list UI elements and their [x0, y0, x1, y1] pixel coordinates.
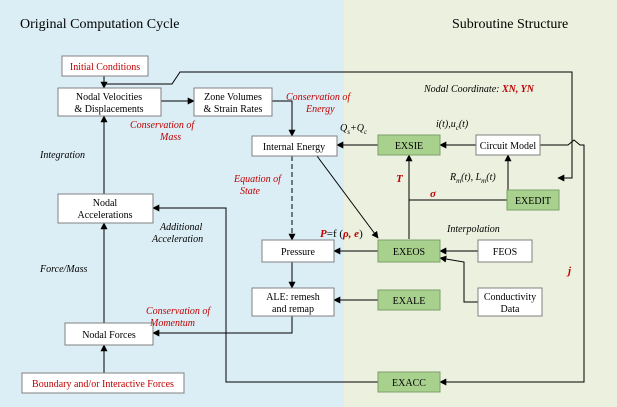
integration-label: Integration: [39, 150, 85, 161]
exeos-box: [377, 239, 441, 263]
current-voltage-label: i(t),uc(t): [436, 119, 469, 132]
pressure-box: [261, 239, 335, 263]
zone-volumes-box: [193, 87, 273, 117]
additional-acceleration-label-2: Acceleration: [151, 234, 203, 245]
interpolation-label: Interpolation: [446, 224, 500, 235]
left-panel: [0, 0, 344, 407]
arrow-conductivity-to-exeos: [439, 255, 478, 303]
pressure-equation-label: P=f (ρ, e): [320, 228, 363, 240]
conservation-energy-label-1: Conservation of: [286, 92, 351, 103]
exale-label: EXALE: [393, 296, 426, 307]
left-header: Original Computation Cycle: [20, 17, 179, 32]
zone-volumes-label-1: Zone Volumes: [204, 92, 262, 103]
force-mass-label: Force/Mass: [39, 264, 88, 275]
zone-volumes-label-2: & Strain Rates: [204, 104, 263, 115]
temperature-T-label: T: [396, 173, 404, 185]
boundary-forces-label: Boundary and/or Interactive Forces: [32, 379, 174, 390]
rm-lm-label: Rm(t), Lm(t): [449, 172, 496, 185]
feos-box: [477, 239, 533, 263]
pressure-label: Pressure: [281, 247, 315, 258]
conservation-momentum-label-1: Conservation of: [146, 306, 211, 317]
arrow-ale-to-forces: [152, 311, 293, 337]
nodal-accelerations-label-2: Accelerations: [78, 210, 133, 221]
exedit-label: EXEDIT: [515, 196, 551, 207]
conservation-energy-label-2: Energy: [305, 104, 335, 115]
exsie-box: [377, 134, 441, 156]
nodal-velocities-box: [57, 87, 162, 117]
ale-box: [251, 287, 335, 317]
arrow-exacc-to-acc: [152, 204, 378, 383]
internal-energy-box: [251, 135, 338, 157]
nodal-forces-label: Nodal Forces: [82, 330, 136, 341]
exacc-label: EXACC: [392, 378, 426, 389]
exedit-box: [506, 189, 560, 211]
conservation-momentum-label-2: Momentum: [149, 318, 195, 329]
ale-label-1: ALE: remesh: [266, 292, 320, 303]
nodal-accelerations-label-1: Nodal: [93, 198, 118, 209]
conductivity-label-2: Data: [501, 304, 520, 315]
exsie-label: EXSIE: [395, 141, 423, 152]
conductivity-data-box: [477, 287, 543, 317]
conservation-mass-label-2: Mass: [159, 132, 181, 143]
internal-energy-label: Internal Energy: [263, 142, 325, 153]
initial-conditions-box: [61, 55, 149, 77]
initial-conditions-label: Initial Conditions: [70, 62, 140, 73]
circuit-model-label: Circuit Model: [480, 141, 537, 152]
circuit-model-box: [475, 134, 541, 156]
nodal-coordinate-label: Nodal Coordinate: XN, YN: [423, 84, 535, 95]
additional-acceleration-label-1: Additional: [159, 222, 202, 233]
ale-label-2: and remap: [272, 304, 314, 315]
right-panel: [344, 0, 617, 407]
exale-box: [377, 289, 441, 311]
nodal-accelerations-box: [57, 193, 154, 224]
arrow-zone-to-energy: [272, 100, 296, 137]
current-density-j-label: j: [566, 265, 572, 277]
exacc-box: [377, 371, 441, 393]
arrow-velocities-to-exedit: [103, 71, 573, 182]
exeos-label: EXEOS: [393, 247, 425, 258]
nodal-forces-box: [64, 322, 154, 346]
equation-state-label-1: Equation of: [233, 174, 282, 185]
nodal-velocities-label-1: Nodal Velocities: [76, 92, 142, 103]
feos-label: FEOS: [493, 247, 517, 258]
arrow-circuit-to-exacc: [439, 139, 585, 386]
boundary-forces-box: [21, 372, 185, 394]
right-header: Subroutine Structure: [452, 17, 568, 32]
qs-qc-label: Qs+Qc: [340, 123, 368, 136]
equation-state-label-2: State: [240, 186, 261, 197]
conservation-mass-label-1: Conservation of: [130, 120, 195, 131]
nodal-velocities-label-2: & Displacements: [74, 104, 143, 115]
arrow-energy-to-exeos: [316, 155, 379, 239]
conductivity-label-1: Conductivity: [484, 292, 536, 303]
sigma-label: σ: [430, 188, 437, 200]
